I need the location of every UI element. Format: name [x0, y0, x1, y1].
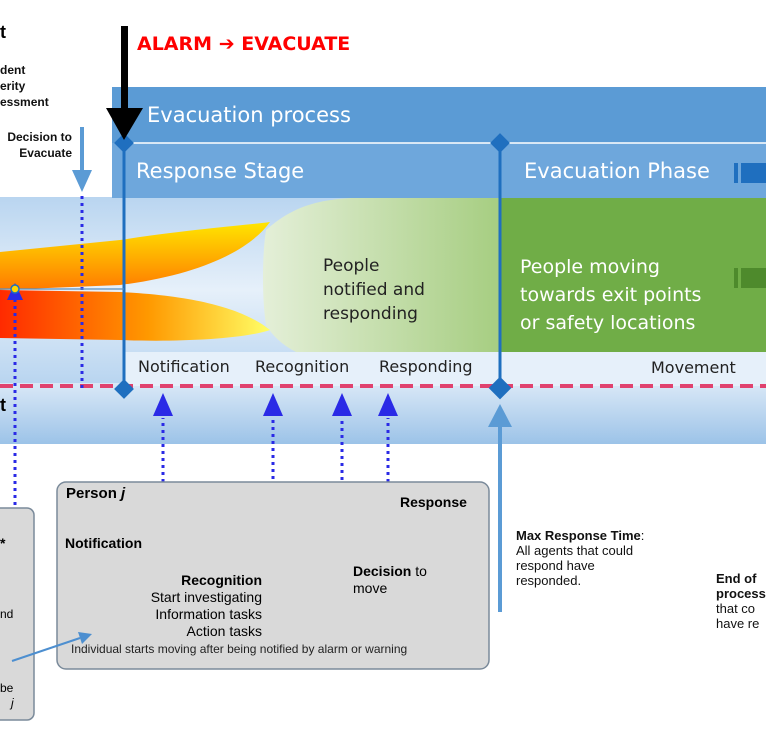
- stage-recognition: Recognition: [255, 357, 350, 376]
- evacuation-process-title: Evacuation process: [147, 103, 351, 127]
- pointer-arrow: [11, 632, 92, 662]
- person-footer-text: Individual starts moving after being not…: [71, 642, 408, 656]
- phase-arrow-icon: [734, 163, 766, 183]
- movement-arrow-icon: [734, 268, 766, 288]
- decision-arrow: [72, 127, 92, 192]
- arrow-right-icon: ➔: [218, 33, 235, 55]
- max-response-up-arrow: [488, 404, 512, 612]
- decision-block: Decision to move: [353, 563, 427, 596]
- people-notified-text: People notified and responding: [323, 256, 425, 324]
- marker-diamond: [490, 133, 510, 153]
- left-box-star: *: [0, 535, 6, 551]
- recognition-block: Recognition Start investigating Informat…: [150, 572, 262, 639]
- stage-responding: Responding: [379, 357, 473, 376]
- person-title: Person j: [66, 485, 126, 502]
- marker-diamond: [488, 376, 512, 400]
- left-box-fragment: be: [0, 681, 14, 695]
- incident-severity-text: dent erity essment: [0, 63, 49, 109]
- alarm-evacuate-heading: ALARM ➔ EVACUATE: [137, 33, 351, 56]
- left-partial-box: [0, 507, 35, 721]
- evacuation-process-band: [112, 87, 766, 143]
- response-stage-band: [112, 143, 766, 198]
- evacuate-text: EVACUATE: [241, 33, 351, 55]
- response-label: Response: [400, 494, 467, 510]
- alarm-down-arrow: [106, 26, 143, 140]
- person-box: [56, 481, 490, 670]
- left-box-fragment: nd: [0, 607, 14, 621]
- fire-lower: [0, 290, 270, 341]
- left-box-fragment: j: [11, 696, 14, 710]
- marker-diamond: [114, 133, 134, 153]
- movement-area: [500, 197, 766, 352]
- stage-notification: Notification: [138, 357, 230, 376]
- alarm-text: ALARM: [137, 33, 213, 55]
- stage-strip: [124, 352, 766, 386]
- response-stage-title: Response Stage: [136, 159, 305, 183]
- marker-diamond: [114, 379, 134, 399]
- end-of-process-text: End of process that co have re: [716, 571, 766, 631]
- people-moving-text: People moving towards exit points or saf…: [520, 256, 702, 334]
- notification-label: Notification: [65, 535, 142, 551]
- decision-to-evacuate-label: Decision to Evacuate: [7, 130, 72, 160]
- max-response-text: Max Response Time: All agents that could…: [516, 528, 645, 588]
- lower-title-fragment: t: [0, 395, 6, 415]
- evacuation-phase-title: Evacuation Phase: [524, 159, 710, 183]
- fire-upper: [0, 222, 270, 290]
- stage-movement: Movement: [651, 358, 736, 377]
- left-title-fragment: t: [0, 22, 6, 42]
